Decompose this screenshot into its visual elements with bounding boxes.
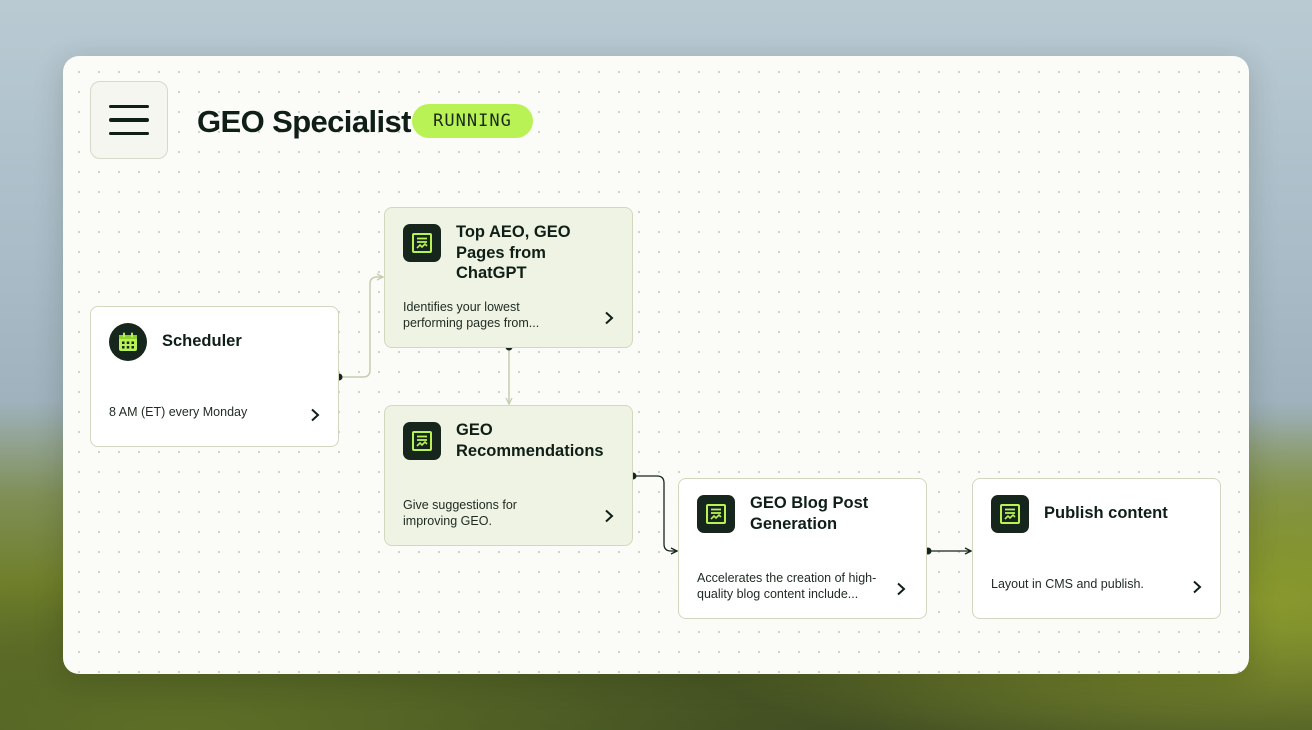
node-title: Publish content [1044, 504, 1168, 522]
document-chart-icon [403, 224, 441, 262]
chevron-right-icon[interactable] [894, 582, 908, 596]
chevron-right-icon[interactable] [1190, 580, 1204, 594]
node-description: Accelerates the creation of high-quality… [697, 571, 877, 601]
scheduler-node[interactable]: Scheduler 8 AM (ET) every Monday [90, 306, 339, 447]
blog-post-generation-node[interactable]: GEO Blog Post Generation Accelerates the… [678, 478, 927, 619]
node-title: GEO Blog Post Generation [750, 494, 869, 533]
node-description: Identifies your lowest performing pages … [403, 300, 540, 330]
chevron-right-icon[interactable] [602, 311, 616, 325]
document-chart-icon [991, 495, 1029, 533]
node-description: Give suggestions for improving GEO. [403, 498, 517, 528]
document-chart-icon [403, 422, 441, 460]
connector-geo-recs-blog-gen [633, 475, 677, 551]
node-title: Top AEO, GEO Pages from ChatGPT [456, 223, 571, 282]
node-title: GEO Recommendations [456, 421, 604, 460]
chevron-right-icon[interactable] [602, 509, 616, 523]
connector-scheduler-top-pages [339, 277, 383, 378]
geo-recommendations-node[interactable]: GEO Recommendations Give suggestions for… [384, 405, 633, 546]
chevron-right-icon[interactable] [308, 408, 322, 422]
node-description: Layout in CMS and publish. [991, 577, 1144, 591]
publish-content-node[interactable]: Publish content Layout in CMS and publis… [972, 478, 1221, 619]
calendar-icon [109, 323, 147, 361]
top-pages-node[interactable]: Top AEO, GEO Pages from ChatGPT Identifi… [384, 207, 633, 348]
node-title: Scheduler [162, 332, 242, 350]
menu-button[interactable] [90, 81, 168, 159]
status-badge: RUNNING [412, 104, 533, 138]
hamburger-menu-icon [109, 104, 149, 136]
workflow-canvas: GEO Specialist RUNNING [63, 56, 1249, 674]
document-chart-icon [697, 495, 735, 533]
node-description: 8 AM (ET) every Monday [109, 405, 248, 419]
page-title: GEO Specialist [197, 104, 411, 139]
